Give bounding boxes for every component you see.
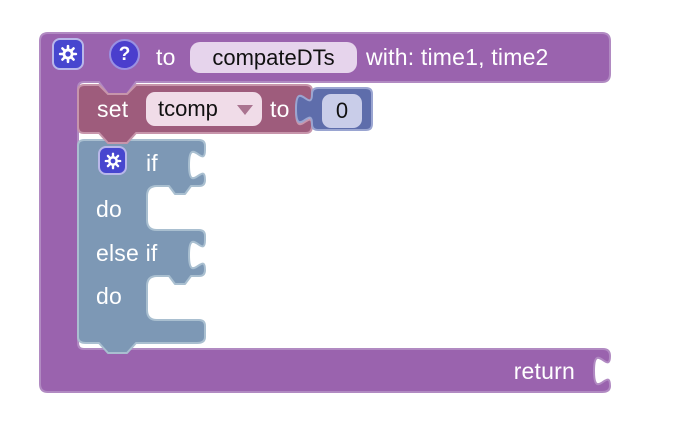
set-to-label: to [270,96,290,122]
number-value-text: 0 [335,98,349,123]
chevron-down-icon [237,105,253,115]
set-label: set [97,96,129,122]
gear-glyph [58,44,78,64]
procedure-name-text: compateDTs [212,44,335,70]
procedure-name-field[interactable]: compateDTs [190,42,357,73]
procedure-to-label: to [156,44,176,70]
help-glyph: ? [118,43,131,65]
do-label: do [96,196,122,222]
procedure-definition-block[interactable] [39,32,611,393]
procedure-params-label: with: time1, time2 [366,44,549,70]
else-if-label: else if [96,240,158,266]
number-value-field[interactable]: 0 [322,94,362,128]
if-else-block[interactable] [77,139,206,354]
help-icon[interactable]: ? [109,39,140,70]
if-label: if [146,150,158,176]
gear-icon[interactable] [52,38,84,70]
variable-name-text: tcomp [158,96,218,121]
return-label: return [513,358,575,384]
gear-glyph [104,152,121,169]
do-label: do [96,283,122,309]
variable-dropdown[interactable]: tcomp [146,92,262,126]
gear-icon[interactable] [98,146,127,175]
